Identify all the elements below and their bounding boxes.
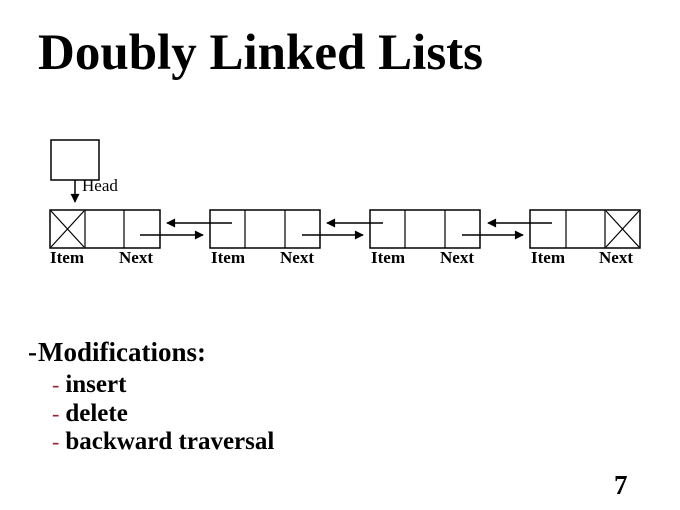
node-box-3 <box>369 209 481 249</box>
node-4-next-label: Next <box>599 248 633 267</box>
node-2-item-label: Item <box>211 248 245 267</box>
bullet-list: - Modifications: - insert - delete - bac… <box>28 336 274 457</box>
bullet-item-dash: - <box>52 429 60 454</box>
bullet-item-backward-traversal: - backward traversal <box>52 428 274 457</box>
bullet-item-label: delete <box>65 399 128 427</box>
diagram-canvas <box>49 139 641 249</box>
bullet-heading: - Modifications: <box>28 336 274 368</box>
bullet-item-insert: - insert <box>52 371 274 400</box>
bullet-item-dash: - <box>52 400 60 426</box>
head-label: Head <box>82 176 118 195</box>
bullet-sub-items: - insert - delete - backward traversal <box>52 371 274 457</box>
node-4-item-label: Item <box>531 248 565 267</box>
node-box-4 <box>529 209 641 249</box>
node-1-next-label: Next <box>119 248 153 267</box>
page-number: 7 <box>614 470 628 500</box>
bullet-item-delete: - delete <box>52 400 274 429</box>
node-box-2 <box>209 209 321 249</box>
node-box-1 <box>49 209 161 249</box>
bullet-heading-dash: - <box>28 337 37 367</box>
bullet-heading-text: Modifications: <box>38 337 206 367</box>
null-x-mark-next <box>605 210 640 248</box>
node-3-next-label: Next <box>440 248 474 267</box>
node-1-item-label: Item <box>50 248 84 267</box>
doubly-linked-list-diagram: Head Item Next Item Next Item Next Item … <box>0 130 680 280</box>
null-x-mark-prev <box>50 210 85 248</box>
bullet-item-dash: - <box>52 372 60 397</box>
node-3-item-label: Item <box>371 248 405 267</box>
bullet-item-label: backward traversal <box>65 428 275 455</box>
node-2-next-label: Next <box>280 248 314 267</box>
head-box <box>50 139 100 181</box>
page-title: Doubly Linked Lists <box>38 25 484 81</box>
bullet-item-label: insert <box>65 371 127 398</box>
